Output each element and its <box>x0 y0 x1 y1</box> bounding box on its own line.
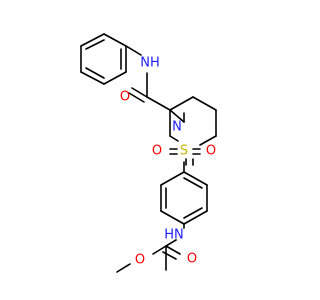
bond <box>183 207 203 219</box>
bond <box>80 33 105 47</box>
bond <box>146 96 171 111</box>
bond <box>183 210 208 225</box>
atom-label-nh-amide: NH <box>140 56 160 71</box>
bond <box>169 109 185 123</box>
bond <box>199 135 217 146</box>
bond <box>160 210 185 225</box>
atom-label-nh-carbamate: HN <box>164 228 184 243</box>
atom-label-o-amide: O <box>120 90 130 105</box>
bond <box>125 45 142 56</box>
bond <box>160 171 185 186</box>
bond <box>103 33 127 47</box>
atom-label-o-carbonyl: O <box>187 252 197 267</box>
atom-label-s-sulfonyl: S <box>180 144 188 159</box>
atom-label-o-sulfonyl-left: O <box>152 144 162 159</box>
bond <box>80 71 105 85</box>
bond <box>183 171 208 186</box>
bond <box>165 239 177 247</box>
bond <box>131 87 148 98</box>
bond <box>116 263 131 273</box>
bond-layer <box>80 33 217 273</box>
bond <box>183 177 203 189</box>
molecule-structure: NH O N O S O HN O O <box>80 33 217 273</box>
bond <box>169 135 179 142</box>
bond <box>85 39 105 50</box>
atom-label-n-piperidine: N <box>172 120 182 135</box>
bond <box>85 67 105 79</box>
bond <box>103 71 127 85</box>
bond <box>128 92 145 103</box>
bond <box>169 96 194 111</box>
bond <box>162 251 177 260</box>
atom-label-o-ester: O <box>135 253 145 268</box>
bond <box>152 245 167 255</box>
bond <box>165 245 181 255</box>
bond <box>192 96 217 111</box>
atom-label-o-sulfonyl-right: O <box>206 144 216 159</box>
atom-label-layer: NH O N O S O HN O O <box>120 56 216 268</box>
